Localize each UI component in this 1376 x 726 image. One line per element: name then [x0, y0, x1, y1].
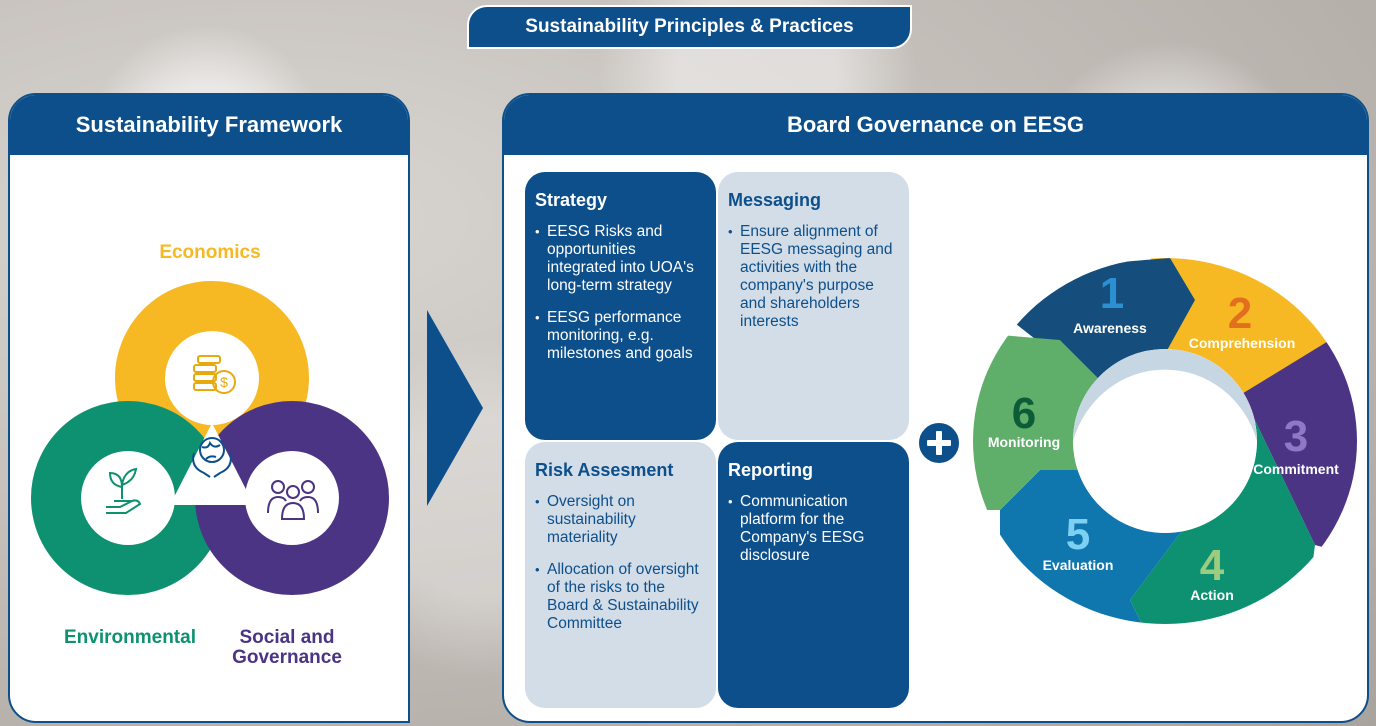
step-6-number: 6 — [1011, 389, 1037, 438]
strategy-item: EESG performance monitoring, e.g. milest… — [535, 309, 706, 363]
step-3-number: 3 — [1283, 412, 1309, 461]
plant-hand-icon — [106, 467, 142, 514]
step-2-number: 2 — [1227, 289, 1253, 338]
center-triangle — [170, 423, 254, 505]
svg-text:$: $ — [220, 374, 228, 390]
strategy-box: Strategy EESG Risks and opportunities in… — [525, 172, 716, 440]
segment-commitment — [1165, 340, 1357, 560]
sustainability-framework-panel: Sustainability Framework $ — [8, 93, 410, 723]
reporting-box: Reporting Communication platform for the… — [718, 442, 909, 708]
reporting-title: Reporting — [728, 460, 813, 480]
flow-arrow-icon — [427, 310, 483, 506]
messaging-item: Ensure alignment of EESG messaging and a… — [728, 223, 899, 331]
step-5-number: 5 — [1065, 510, 1091, 559]
step-6-label: Monitoring — [987, 434, 1061, 450]
governance-header: Board Governance on EESG — [504, 95, 1367, 155]
page-title: Sustainability Principles & Practices — [467, 5, 912, 49]
step-3-label: Commitment — [1253, 461, 1339, 477]
step-2-label: Comprehension — [1188, 335, 1296, 351]
step-5-label: Evaluation — [1042, 557, 1114, 573]
economics-label: Economics — [159, 242, 261, 263]
globe-hands-icon — [192, 437, 232, 478]
step-4-number: 4 — [1199, 541, 1225, 590]
social-label-line1: Social and — [239, 627, 335, 648]
risk-assessment-item: Oversight on sustainability materiality — [535, 493, 706, 547]
social-label-line2: Governance — [232, 647, 342, 668]
risk-assessment-item: Allocation of oversight of the risks to … — [535, 561, 706, 633]
environmental-label: Environmental — [64, 627, 196, 648]
strategy-title: Strategy — [535, 190, 608, 210]
step-1-label: Awareness — [1073, 320, 1147, 336]
plus-icon — [917, 421, 961, 465]
framework-venn-diagram: $ — [31, 281, 389, 595]
cycle-center — [1073, 349, 1257, 533]
messaging-title: Messaging — [728, 190, 822, 210]
reporting-item: Communication platform for the Company's… — [728, 493, 899, 565]
step-1-number: 1 — [1099, 269, 1125, 318]
framework-header: Sustainability Framework — [10, 95, 408, 155]
coins-icon: $ — [193, 355, 236, 394]
risk-assessment-box: Risk Assesment Oversight on sustainabili… — [525, 442, 716, 708]
messaging-box: Messaging Ensure alignment of EESG messa… — [718, 172, 909, 440]
risk-assessment-title: Risk Assesment — [535, 460, 674, 480]
social-governance-label: Social and Governance — [222, 628, 352, 668]
strategy-item: EESG Risks and opportunities integrated … — [535, 223, 706, 295]
step-4-label: Action — [1190, 587, 1234, 603]
people-icon — [267, 480, 319, 520]
